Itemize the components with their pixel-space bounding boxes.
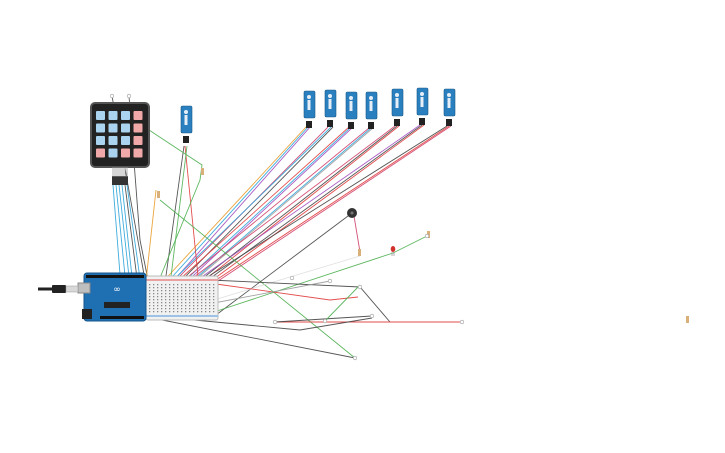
wire-node[interactable] [272, 319, 278, 325]
arduino-logo: ∞ [113, 285, 121, 295]
resistor-4[interactable] [201, 168, 204, 175]
servo-motor[interactable] [324, 89, 337, 127]
keypad-key[interactable] [121, 148, 130, 158]
servo-motor[interactable] [443, 88, 456, 126]
servo-motor[interactable] [416, 87, 429, 125]
wire[interactable] [171, 127, 370, 291]
keypad-key[interactable] [96, 148, 105, 158]
keypad-key[interactable] [133, 111, 143, 120]
keypad-key[interactable] [121, 111, 130, 120]
servo-motor[interactable] [365, 91, 378, 129]
wire[interactable] [191, 125, 400, 291]
wire[interactable] [193, 124, 423, 291]
wire[interactable] [121, 184, 134, 287]
wire-node[interactable] [424, 233, 430, 239]
servo-motor[interactable] [180, 105, 193, 143]
keypad-key[interactable] [121, 123, 130, 133]
wire-node[interactable] [357, 284, 363, 290]
resistor-5[interactable] [157, 191, 160, 198]
arduino-uno-board[interactable]: ∞ [77, 272, 147, 322]
keypad-key[interactable] [108, 148, 118, 158]
wire[interactable] [182, 127, 372, 290]
wire[interactable] [177, 125, 396, 290]
servo-motor[interactable] [303, 90, 316, 128]
keypad-key[interactable] [96, 123, 105, 133]
wire[interactable] [115, 184, 127, 287]
wire[interactable] [176, 126, 352, 289]
wire[interactable] [124, 184, 139, 287]
wire[interactable] [215, 283, 359, 301]
wire-node[interactable] [322, 318, 328, 324]
keypad-key[interactable] [96, 111, 105, 120]
wire[interactable] [164, 145, 185, 284]
keypad-key[interactable] [133, 148, 143, 158]
wire[interactable] [144, 189, 157, 291]
keypad-key[interactable] [108, 136, 118, 145]
wire[interactable] [179, 124, 421, 293]
servo-motor[interactable] [345, 91, 358, 129]
wire[interactable] [126, 184, 142, 287]
wire[interactable] [151, 317, 356, 359]
wire-node[interactable] [126, 93, 132, 99]
wire[interactable] [151, 315, 373, 331]
keypad-ribbon-cable [112, 167, 128, 177]
servo-motors [180, 87, 456, 143]
wire[interactable] [179, 126, 354, 289]
breadboard[interactable] [145, 275, 219, 321]
keypad-key[interactable] [121, 136, 130, 145]
resistor-2[interactable] [427, 231, 430, 238]
keypad-key[interactable] [133, 136, 143, 145]
wire-node[interactable] [109, 93, 115, 99]
wire[interactable] [185, 127, 374, 289]
red-led[interactable] [390, 246, 396, 256]
wire[interactable] [112, 184, 122, 288]
wire[interactable] [199, 125, 452, 294]
wire-node[interactable] [369, 313, 375, 319]
wire-endpoints [109, 93, 465, 361]
keypad-key[interactable] [133, 123, 143, 133]
keypad-keys [96, 111, 143, 158]
wire[interactable] [162, 126, 332, 291]
servo-motor[interactable] [391, 88, 404, 126]
wire[interactable] [169, 126, 350, 289]
wire[interactable] [213, 280, 331, 304]
wire[interactable] [274, 315, 373, 323]
wire-node[interactable] [327, 278, 333, 284]
wire[interactable] [184, 145, 199, 277]
wire-node[interactable] [459, 319, 465, 325]
wire-node[interactable] [289, 275, 295, 281]
wire[interactable] [162, 125, 310, 288]
wire[interactable] [353, 215, 361, 253]
membrane-keypad[interactable] [90, 102, 150, 185]
usb-cable[interactable] [38, 285, 79, 293]
wire-layer [111, 95, 462, 359]
wire[interactable] [157, 125, 308, 288]
keypad-key[interactable] [108, 111, 118, 120]
wire[interactable] [181, 125, 448, 294]
resistor-3[interactable] [686, 316, 689, 323]
piezo-buzzer[interactable] [347, 208, 357, 218]
resistor-1[interactable] [358, 249, 361, 256]
keypad-key[interactable] [108, 123, 118, 133]
wire[interactable] [118, 184, 131, 287]
wire[interactable] [213, 255, 361, 301]
breadboard-holes [149, 284, 215, 313]
wire[interactable] [167, 125, 312, 288]
wire[interactable] [159, 199, 356, 359]
keypad-key[interactable] [96, 136, 105, 145]
wire[interactable] [324, 284, 361, 322]
wire[interactable] [195, 124, 425, 293]
wire-node[interactable] [352, 355, 358, 361]
